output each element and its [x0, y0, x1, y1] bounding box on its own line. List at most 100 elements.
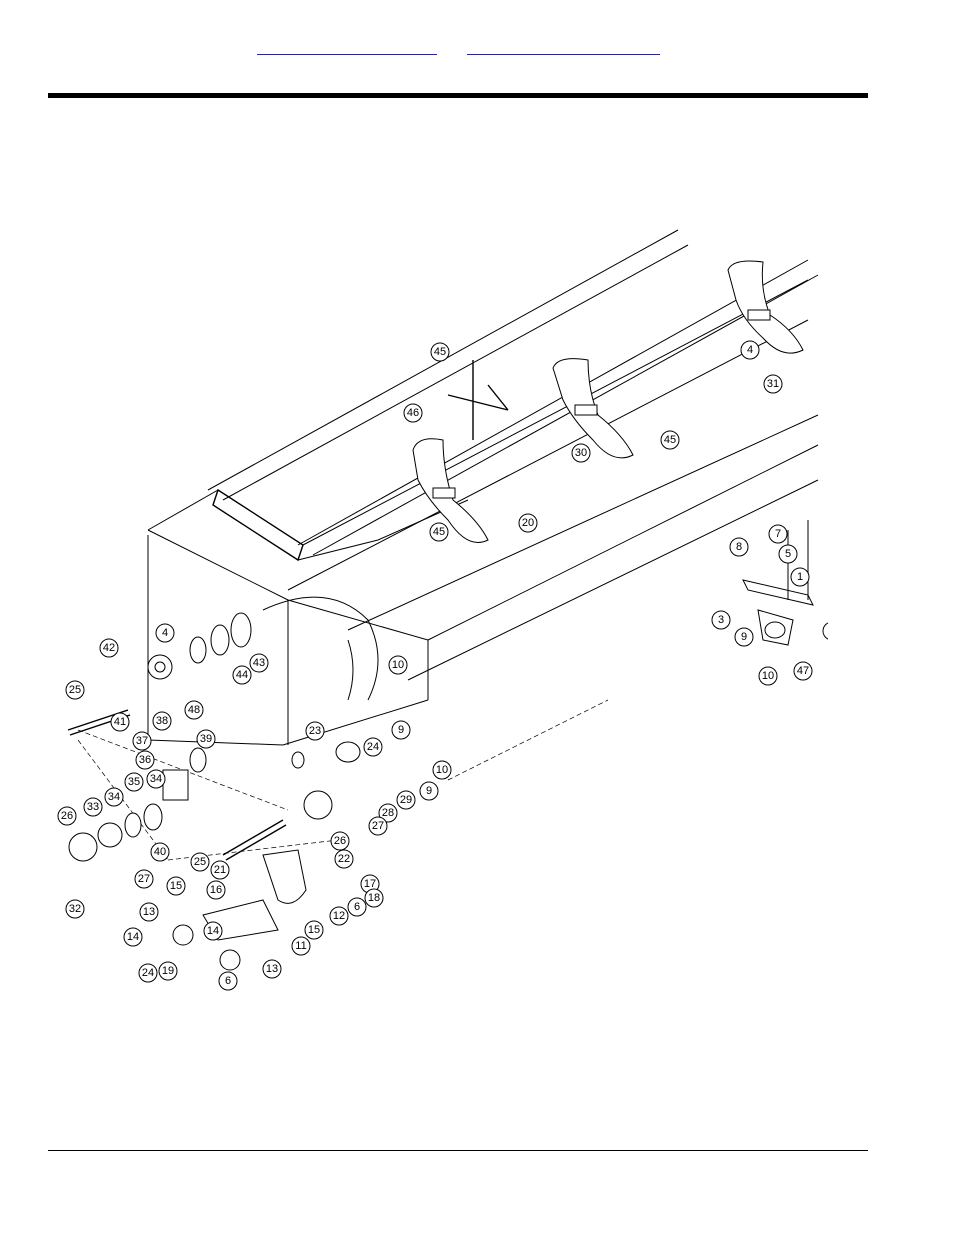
- callout-18: 18: [364, 888, 384, 908]
- callout-17: 17: [360, 874, 380, 894]
- callout-48: 48: [184, 700, 204, 720]
- callout-8: 8: [729, 537, 749, 557]
- svg-text:38: 38: [156, 715, 168, 727]
- svg-text:27: 27: [138, 873, 150, 885]
- svg-text:12: 12: [333, 910, 345, 922]
- callout-1: 1: [790, 567, 810, 587]
- svg-text:26: 26: [61, 810, 73, 822]
- svg-text:41: 41: [114, 716, 126, 728]
- parts-diagram: 4546204530453147581392104744243444825109…: [57, 229, 828, 991]
- svg-text:3: 3: [718, 614, 724, 626]
- callout-12: 12: [329, 906, 349, 926]
- callout-26: 26: [57, 806, 77, 826]
- callout-47: 47: [793, 661, 813, 681]
- paddle-31: [727, 260, 804, 354]
- callout-27: 27: [134, 869, 154, 889]
- svg-text:25: 25: [194, 856, 206, 868]
- callout-10: 10: [388, 655, 408, 675]
- svg-text:40: 40: [154, 846, 166, 858]
- callout-7: 7: [768, 524, 788, 544]
- svg-text:44: 44: [236, 669, 248, 681]
- callout-2: 2: [822, 622, 828, 640]
- svg-text:16: 16: [210, 884, 222, 896]
- callout-44: 44: [232, 665, 252, 685]
- callout-38: 38: [152, 711, 172, 731]
- svg-text:29: 29: [400, 794, 412, 806]
- drive-assembly: [67, 612, 361, 971]
- paddle-20: [412, 438, 489, 543]
- frame-beams: [77, 229, 819, 861]
- svg-text:10: 10: [762, 670, 774, 682]
- svg-text:4: 4: [162, 627, 168, 639]
- svg-text:42: 42: [103, 642, 115, 654]
- callout-23: 23: [305, 721, 325, 741]
- svg-text:9: 9: [426, 785, 432, 797]
- svg-text:9: 9: [398, 724, 404, 736]
- callout-6: 6: [347, 897, 367, 917]
- svg-text:6: 6: [225, 975, 231, 987]
- svg-text:24: 24: [367, 741, 379, 753]
- callout-29: 29: [396, 790, 416, 810]
- svg-text:20: 20: [522, 517, 534, 529]
- header-rule: [48, 93, 868, 98]
- svg-text:4: 4: [747, 344, 753, 356]
- svg-text:18: 18: [368, 892, 380, 904]
- svg-text:34: 34: [108, 791, 120, 803]
- callout-45: 45: [429, 522, 449, 542]
- callout-45: 45: [660, 430, 680, 450]
- nav-link-right[interactable]: [467, 42, 660, 55]
- svg-text:31: 31: [767, 378, 779, 390]
- callout-3: 3: [711, 610, 731, 630]
- nav-link-left[interactable]: [257, 42, 437, 55]
- callout-34: 34: [104, 787, 124, 807]
- svg-text:39: 39: [200, 733, 212, 745]
- callout-15: 15: [166, 876, 186, 896]
- svg-text:35: 35: [128, 776, 140, 788]
- svg-text:14: 14: [127, 931, 139, 943]
- svg-text:30: 30: [575, 447, 587, 459]
- svg-text:36: 36: [139, 754, 151, 766]
- callout-41: 41: [110, 712, 130, 732]
- bracket-detail: [742, 520, 814, 646]
- callout-35: 35: [124, 772, 144, 792]
- svg-text:28: 28: [382, 807, 394, 819]
- svg-text:47: 47: [797, 665, 809, 677]
- callout-40: 40: [150, 842, 170, 862]
- callout-45: 45: [430, 342, 450, 362]
- svg-text:17: 17: [364, 878, 376, 890]
- callout-22: 22: [334, 849, 354, 869]
- callout-20: 20: [518, 513, 538, 533]
- svg-text:7: 7: [775, 528, 781, 540]
- svg-text:8: 8: [736, 541, 742, 553]
- svg-text:10: 10: [436, 764, 448, 776]
- callout-layer: 4546204530453147581392104744243444825109…: [57, 340, 828, 991]
- svg-text:23: 23: [309, 725, 321, 737]
- svg-text:13: 13: [143, 906, 155, 918]
- callout-36: 36: [135, 750, 155, 770]
- callout-13: 13: [139, 902, 159, 922]
- svg-text:46: 46: [407, 407, 419, 419]
- svg-text:43: 43: [253, 657, 265, 669]
- svg-text:22: 22: [338, 853, 350, 865]
- callout-32: 32: [65, 899, 85, 919]
- callout-4: 4: [740, 340, 760, 360]
- svg-text:24: 24: [142, 967, 154, 979]
- svg-text:19: 19: [162, 965, 174, 977]
- svg-text:33: 33: [87, 801, 99, 813]
- callout-25: 25: [190, 852, 210, 872]
- svg-text:32: 32: [69, 903, 81, 915]
- callout-19: 19: [158, 961, 178, 981]
- svg-text:14: 14: [207, 925, 219, 937]
- callout-30: 30: [571, 443, 591, 463]
- svg-text:11: 11: [295, 940, 306, 952]
- callout-10: 10: [758, 666, 778, 686]
- footer-rule: [48, 1150, 868, 1151]
- callout-4: 4: [155, 623, 175, 643]
- callout-42: 42: [99, 638, 119, 658]
- svg-text:10: 10: [392, 659, 404, 671]
- svg-text:34: 34: [150, 773, 162, 785]
- callout-34: 34: [146, 769, 166, 789]
- callout-37: 37: [132, 731, 152, 751]
- callout-5: 5: [778, 544, 798, 564]
- callout-9: 9: [419, 781, 439, 801]
